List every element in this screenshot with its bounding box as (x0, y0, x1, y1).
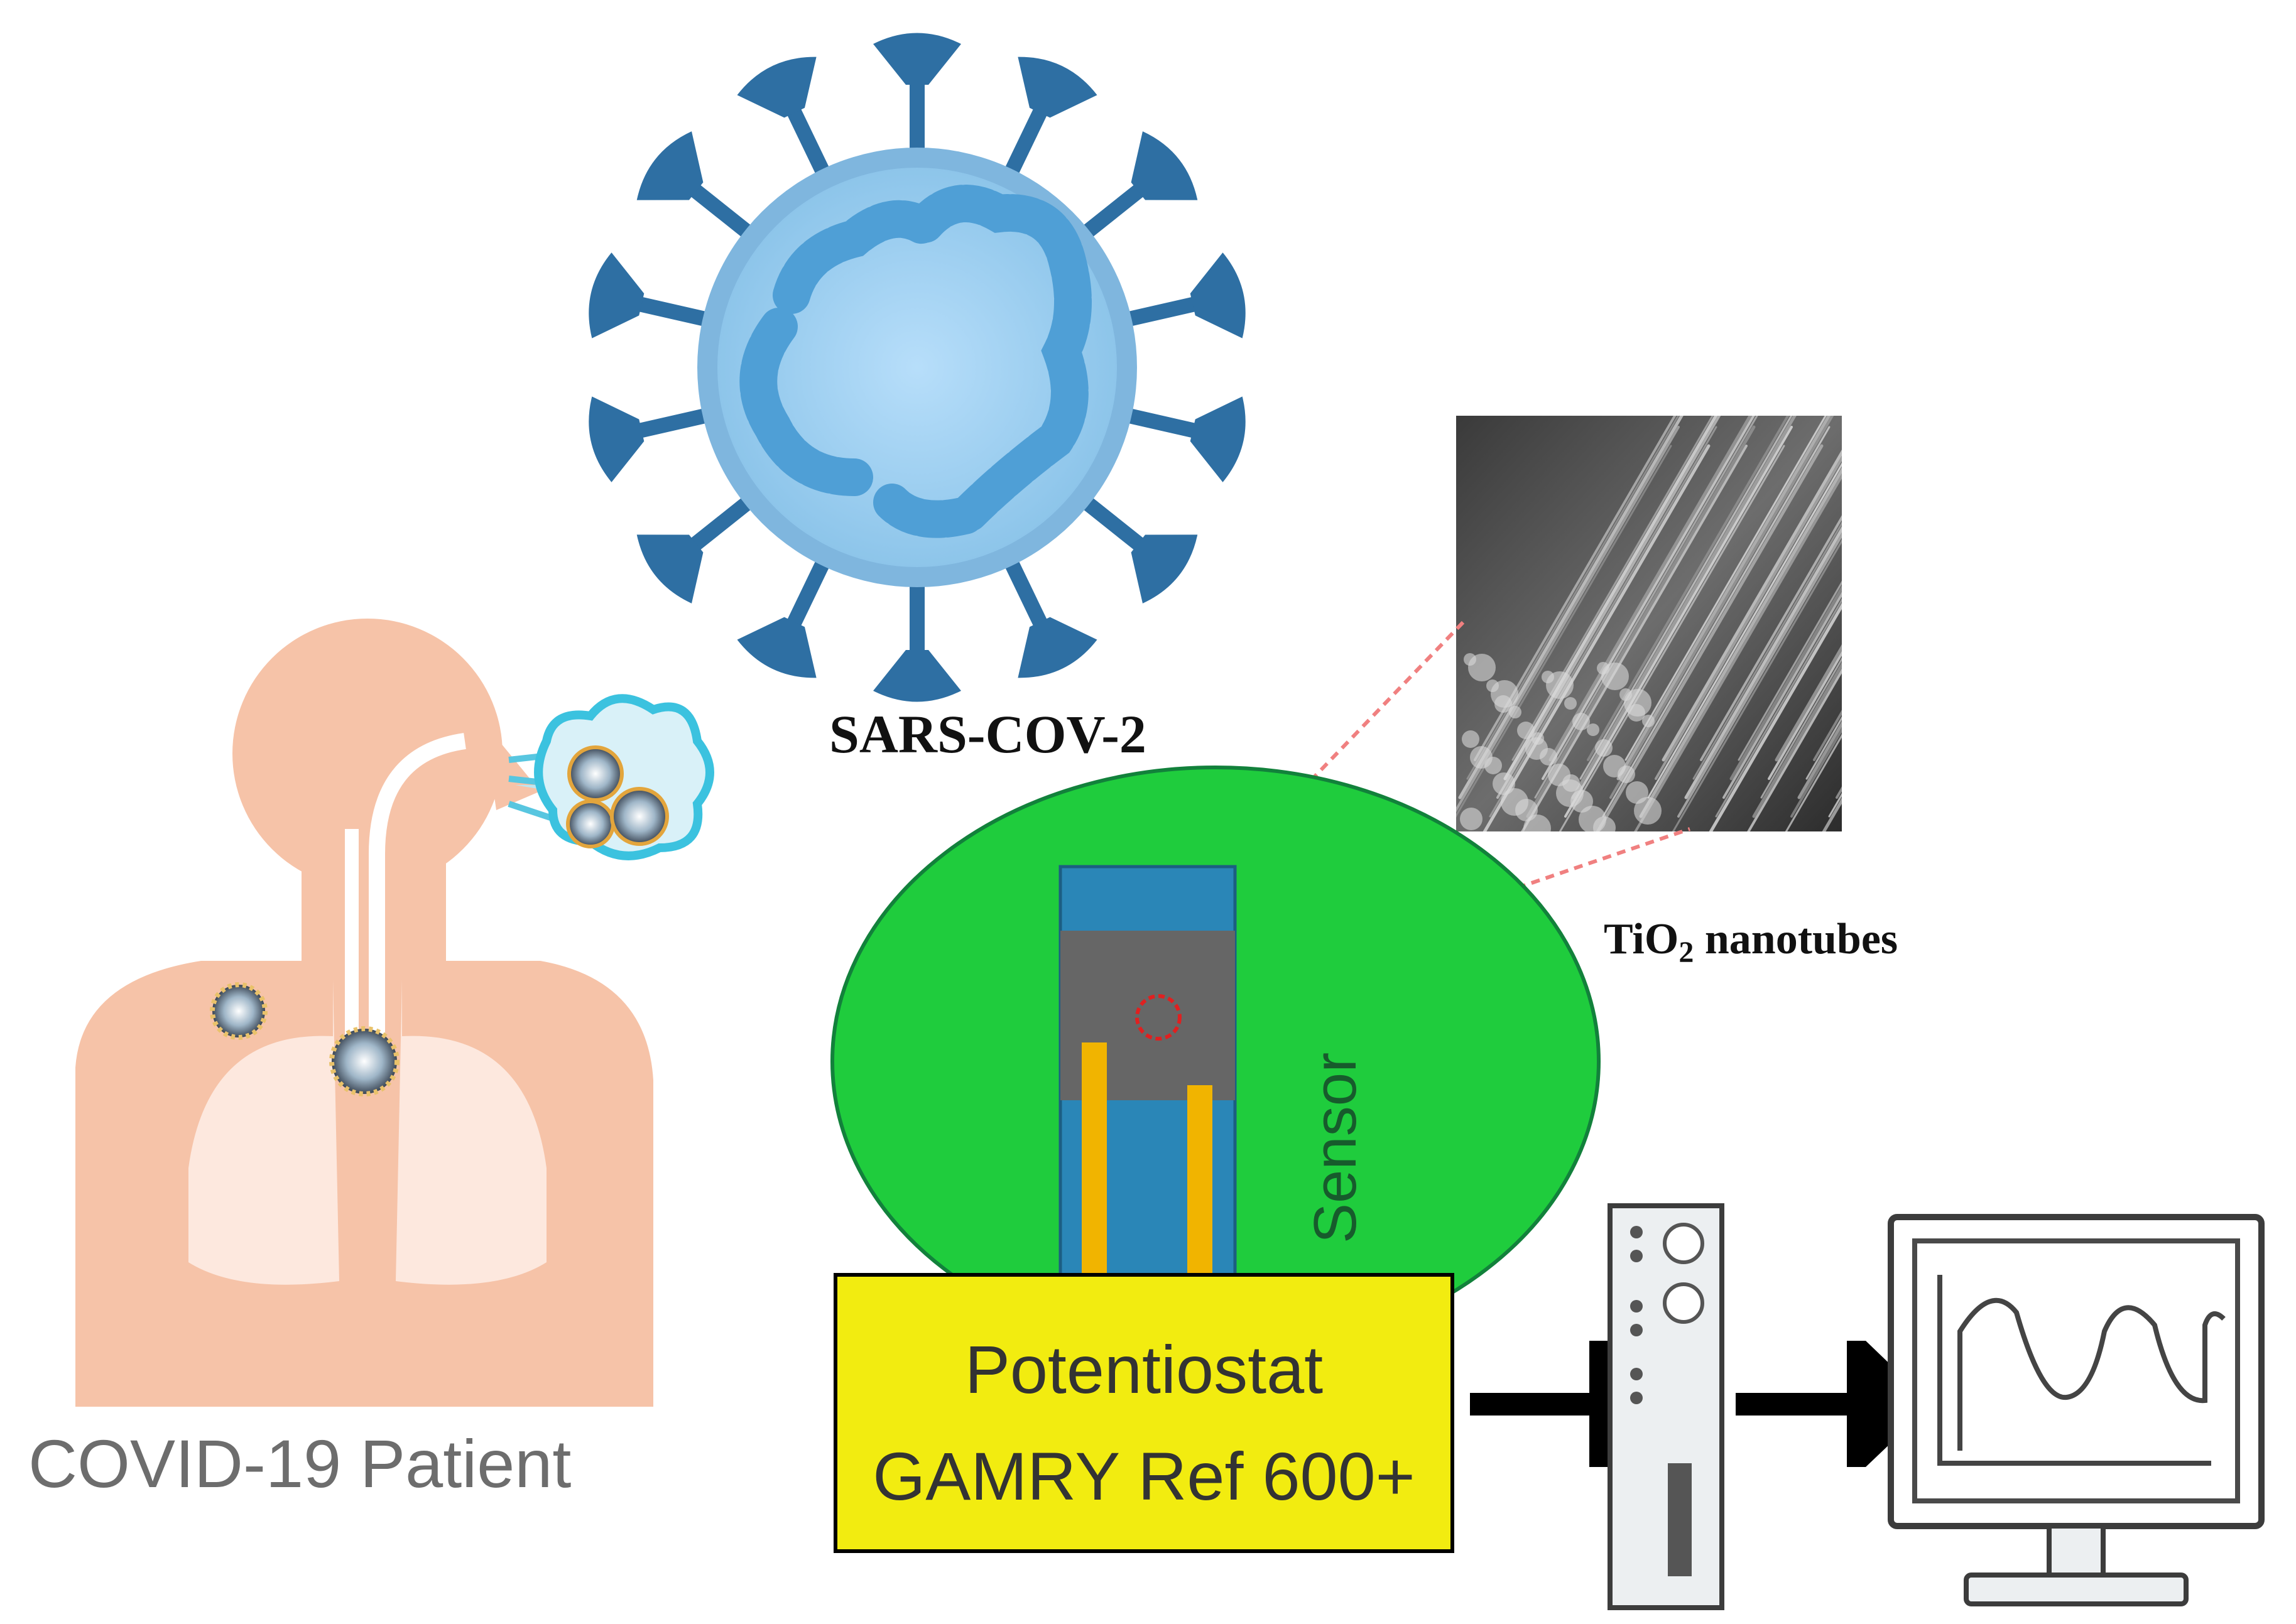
nanotubes-label: TiO2 nanotubes (1604, 915, 1898, 969)
patient-lungs-icon (75, 619, 714, 1407)
potentiostat-line1: Potentiostat (965, 1331, 1323, 1407)
sem-micrograph-icon (1456, 416, 1842, 831)
sensor-label: Sensor (1302, 1053, 1369, 1243)
potentiostat-box (834, 1273, 1454, 1553)
potentiostat-line2: GAMRY Ref 600+ (873, 1438, 1415, 1514)
virus-label: SARS-COV-2 (829, 704, 1146, 764)
computer-tower-icon (1608, 1203, 1724, 1610)
zoom-circle (1135, 994, 1182, 1041)
coronavirus-icon (589, 33, 1246, 702)
patient-label: COVID-19 Patient (28, 1426, 571, 1502)
monitor-signal-icon (1888, 1214, 2265, 1606)
zoom-line-top (1173, 620, 1466, 924)
electrode-strip (1058, 865, 1237, 1294)
